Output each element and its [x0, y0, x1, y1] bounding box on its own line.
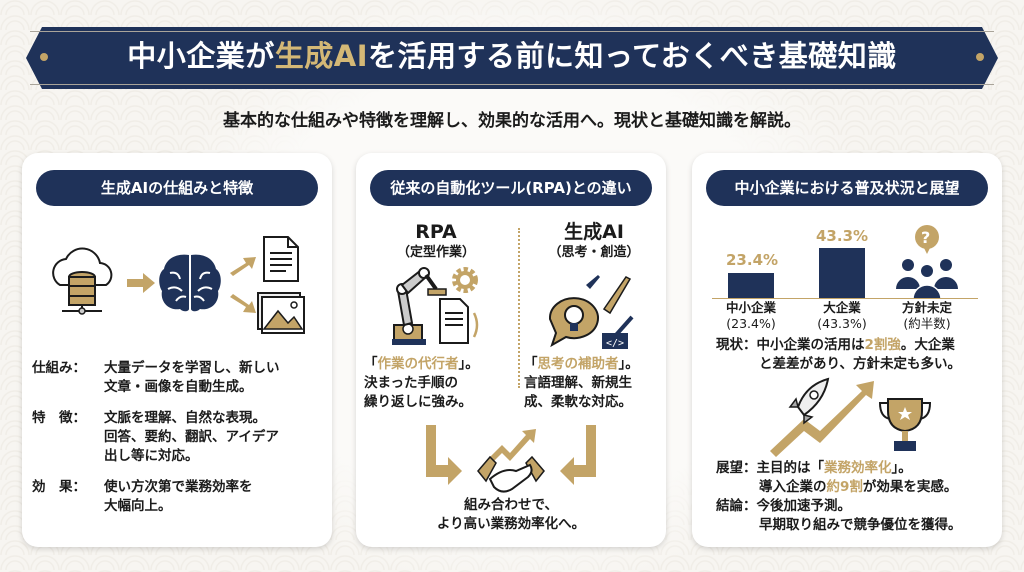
title-part: 中小企業が	[127, 39, 275, 73]
growth-rocket-trophy-icon	[770, 377, 932, 457]
chart-baseline	[712, 298, 978, 299]
card-header: 生成AIの仕組みと特徴	[36, 170, 318, 206]
text-line: 早期取り組みで競争優位を獲得。	[759, 517, 962, 533]
label-text: 方針未定	[901, 300, 952, 315]
genai-subtitle: （思考・創造）	[548, 245, 640, 260]
text-line: 使い方次第で業務効率を	[104, 479, 253, 495]
cloud-database-icon	[52, 247, 113, 315]
outlook-label: 展望：	[716, 460, 757, 476]
title-banner	[26, 27, 998, 89]
text-part: 。大企業	[900, 337, 955, 353]
arrow-down-right-icon	[230, 294, 256, 313]
label-mechanism: 仕組み：	[32, 360, 86, 376]
rpa-description: 「作業の代行者」。 決まった手順の 繰り返しに強み。	[364, 355, 514, 412]
brain-icon	[159, 254, 221, 312]
title-banner-border	[30, 31, 994, 85]
text-line: 言語理解、新規生	[524, 375, 632, 391]
text-line: 文脈を理解、自然な表現。	[104, 410, 266, 426]
axis-label-undecided: 方針未定(約半数)	[890, 300, 964, 332]
quote-close: 」。	[458, 356, 479, 372]
robot-arm-icon	[392, 267, 479, 345]
genai-title: 生成AI	[564, 221, 624, 243]
text-line: 今後加速予測。	[756, 498, 852, 514]
card-how-ai-works: 生成AIの仕組みと特徴 仕組み：大量データを学習し、新しい文章	[22, 153, 332, 547]
page-title: 中小企業が生成AIを活用する前に知っておくべき基礎知識	[0, 33, 1024, 75]
rpa-subtitle: （定型作業）	[396, 245, 475, 260]
image-icon	[257, 292, 305, 334]
genai-description: 「思考の補助者」。 言語理解、新規生 成、柔軟な対応。	[524, 355, 674, 412]
label-sub: (43.3%)	[817, 316, 867, 331]
quote-open: 「	[364, 356, 378, 372]
rpa-title: RPA	[415, 221, 457, 243]
bar-value-large: 43.3%	[816, 227, 869, 245]
axis-label-large: 大企業(43.3%)	[805, 300, 879, 332]
outlook-text: 展望：主目的は「業務効率化」。 導入企業の約9割が効果を実感。 結論：今後加速予…	[716, 459, 998, 535]
conclusion-label: 結論：	[716, 498, 757, 514]
axis-label-sme: 中小企業(23.4%)	[714, 300, 788, 332]
combination-conclusion: 組み合わせで、 より高い業務効率化へ。	[356, 496, 666, 534]
rpa-role-highlight: 作業の代行者	[377, 356, 459, 372]
text-line: 回答、要約、翻訳、アイデア	[104, 429, 279, 445]
text-part: 主目的は「	[756, 460, 825, 476]
bar-value-sme: 23.4%	[726, 251, 779, 269]
quote-open: 「	[524, 356, 538, 372]
status-label: 現状：	[716, 337, 757, 353]
outlook-highlight: 業務効率化	[824, 460, 892, 476]
gear-icon	[452, 267, 478, 293]
label-sub: (約半数)	[903, 316, 951, 331]
text-part: 導入企業の	[759, 479, 827, 495]
label-effect: 効 果：	[32, 479, 86, 495]
page-subtitle: 基本的な仕組みや特徴を理解し、効果的な活用へ。現状と基礎知識を解説。	[223, 111, 801, 131]
dotted-divider	[518, 228, 520, 388]
title-highlight: 生成AI	[274, 39, 369, 73]
arrow-up-right-icon	[230, 257, 256, 276]
how-it-works-text: 仕組み： 大量データを学習し、新しい文章・画像を自動生成。 特 徴： 文脈を理解、自…	[32, 359, 322, 516]
title-part: を活用する前に知っておくべき基礎知識	[368, 39, 897, 73]
status-highlight: 2割強	[864, 337, 901, 353]
arrow-right-icon	[127, 273, 155, 293]
svg-text:</>: </>	[606, 338, 624, 349]
text-line: 組み合わせで、	[464, 497, 558, 513]
text-line: 繰り返しに強み。	[364, 394, 472, 410]
text-line: 決まった手順の	[364, 375, 458, 391]
text-line: より高い業務効率化へ。	[436, 516, 586, 532]
text-part: 中小企業の活用は	[756, 337, 865, 353]
quote-close: 」。	[618, 356, 639, 372]
document-icon	[263, 236, 299, 282]
card-header: 中小企業における普及状況と展望	[706, 170, 988, 206]
question-people-icon: ?	[896, 225, 958, 299]
text-line: 成、柔軟な対応。	[524, 394, 632, 410]
bar-large-enterprise	[819, 248, 865, 298]
svg-text:?: ?	[921, 228, 930, 247]
label-sub: (23.4%)	[726, 316, 776, 331]
genai-role-highlight: 思考の補助者	[537, 356, 619, 372]
creative-idea-icon: </>	[548, 275, 634, 349]
text-line: 大量データを学習し、新しい	[104, 360, 280, 376]
card-adoption-outlook: 中小企業における普及状況と展望 23.4% 43.3% ? 中小企業(23.4%…	[692, 153, 1002, 547]
banner-dot-right	[976, 53, 984, 61]
handshake-merge-icon	[426, 425, 596, 493]
card-header: 従来の自動化ツール(RPA)との違い	[370, 170, 652, 206]
label-text: 中小企業	[725, 300, 776, 315]
banner-dot-left	[40, 53, 48, 61]
label-text: 大企業	[823, 300, 861, 315]
text-part: 」。	[891, 460, 912, 476]
label-features: 特 徴：	[32, 410, 86, 426]
bar-sme	[728, 273, 774, 298]
text-line: 出し等に対応。	[104, 448, 199, 464]
text-line: と差差があり、方針未定も多い。	[759, 356, 961, 372]
text-line: 大幅向上。	[104, 498, 172, 514]
status-text: 現状：中小企業の活用は2割強。大企業 と差差があり、方針未定も多い。	[716, 336, 996, 374]
text-line: 文章・画像を自動生成。	[104, 379, 253, 395]
outlook-highlight: 約9割	[826, 479, 863, 495]
card-rpa-comparison: 従来の自動化ツール(RPA)との違い RPA （定型作業） 「作業の代行者」。 …	[356, 153, 666, 547]
text-part: が効果を実感。	[862, 479, 958, 495]
